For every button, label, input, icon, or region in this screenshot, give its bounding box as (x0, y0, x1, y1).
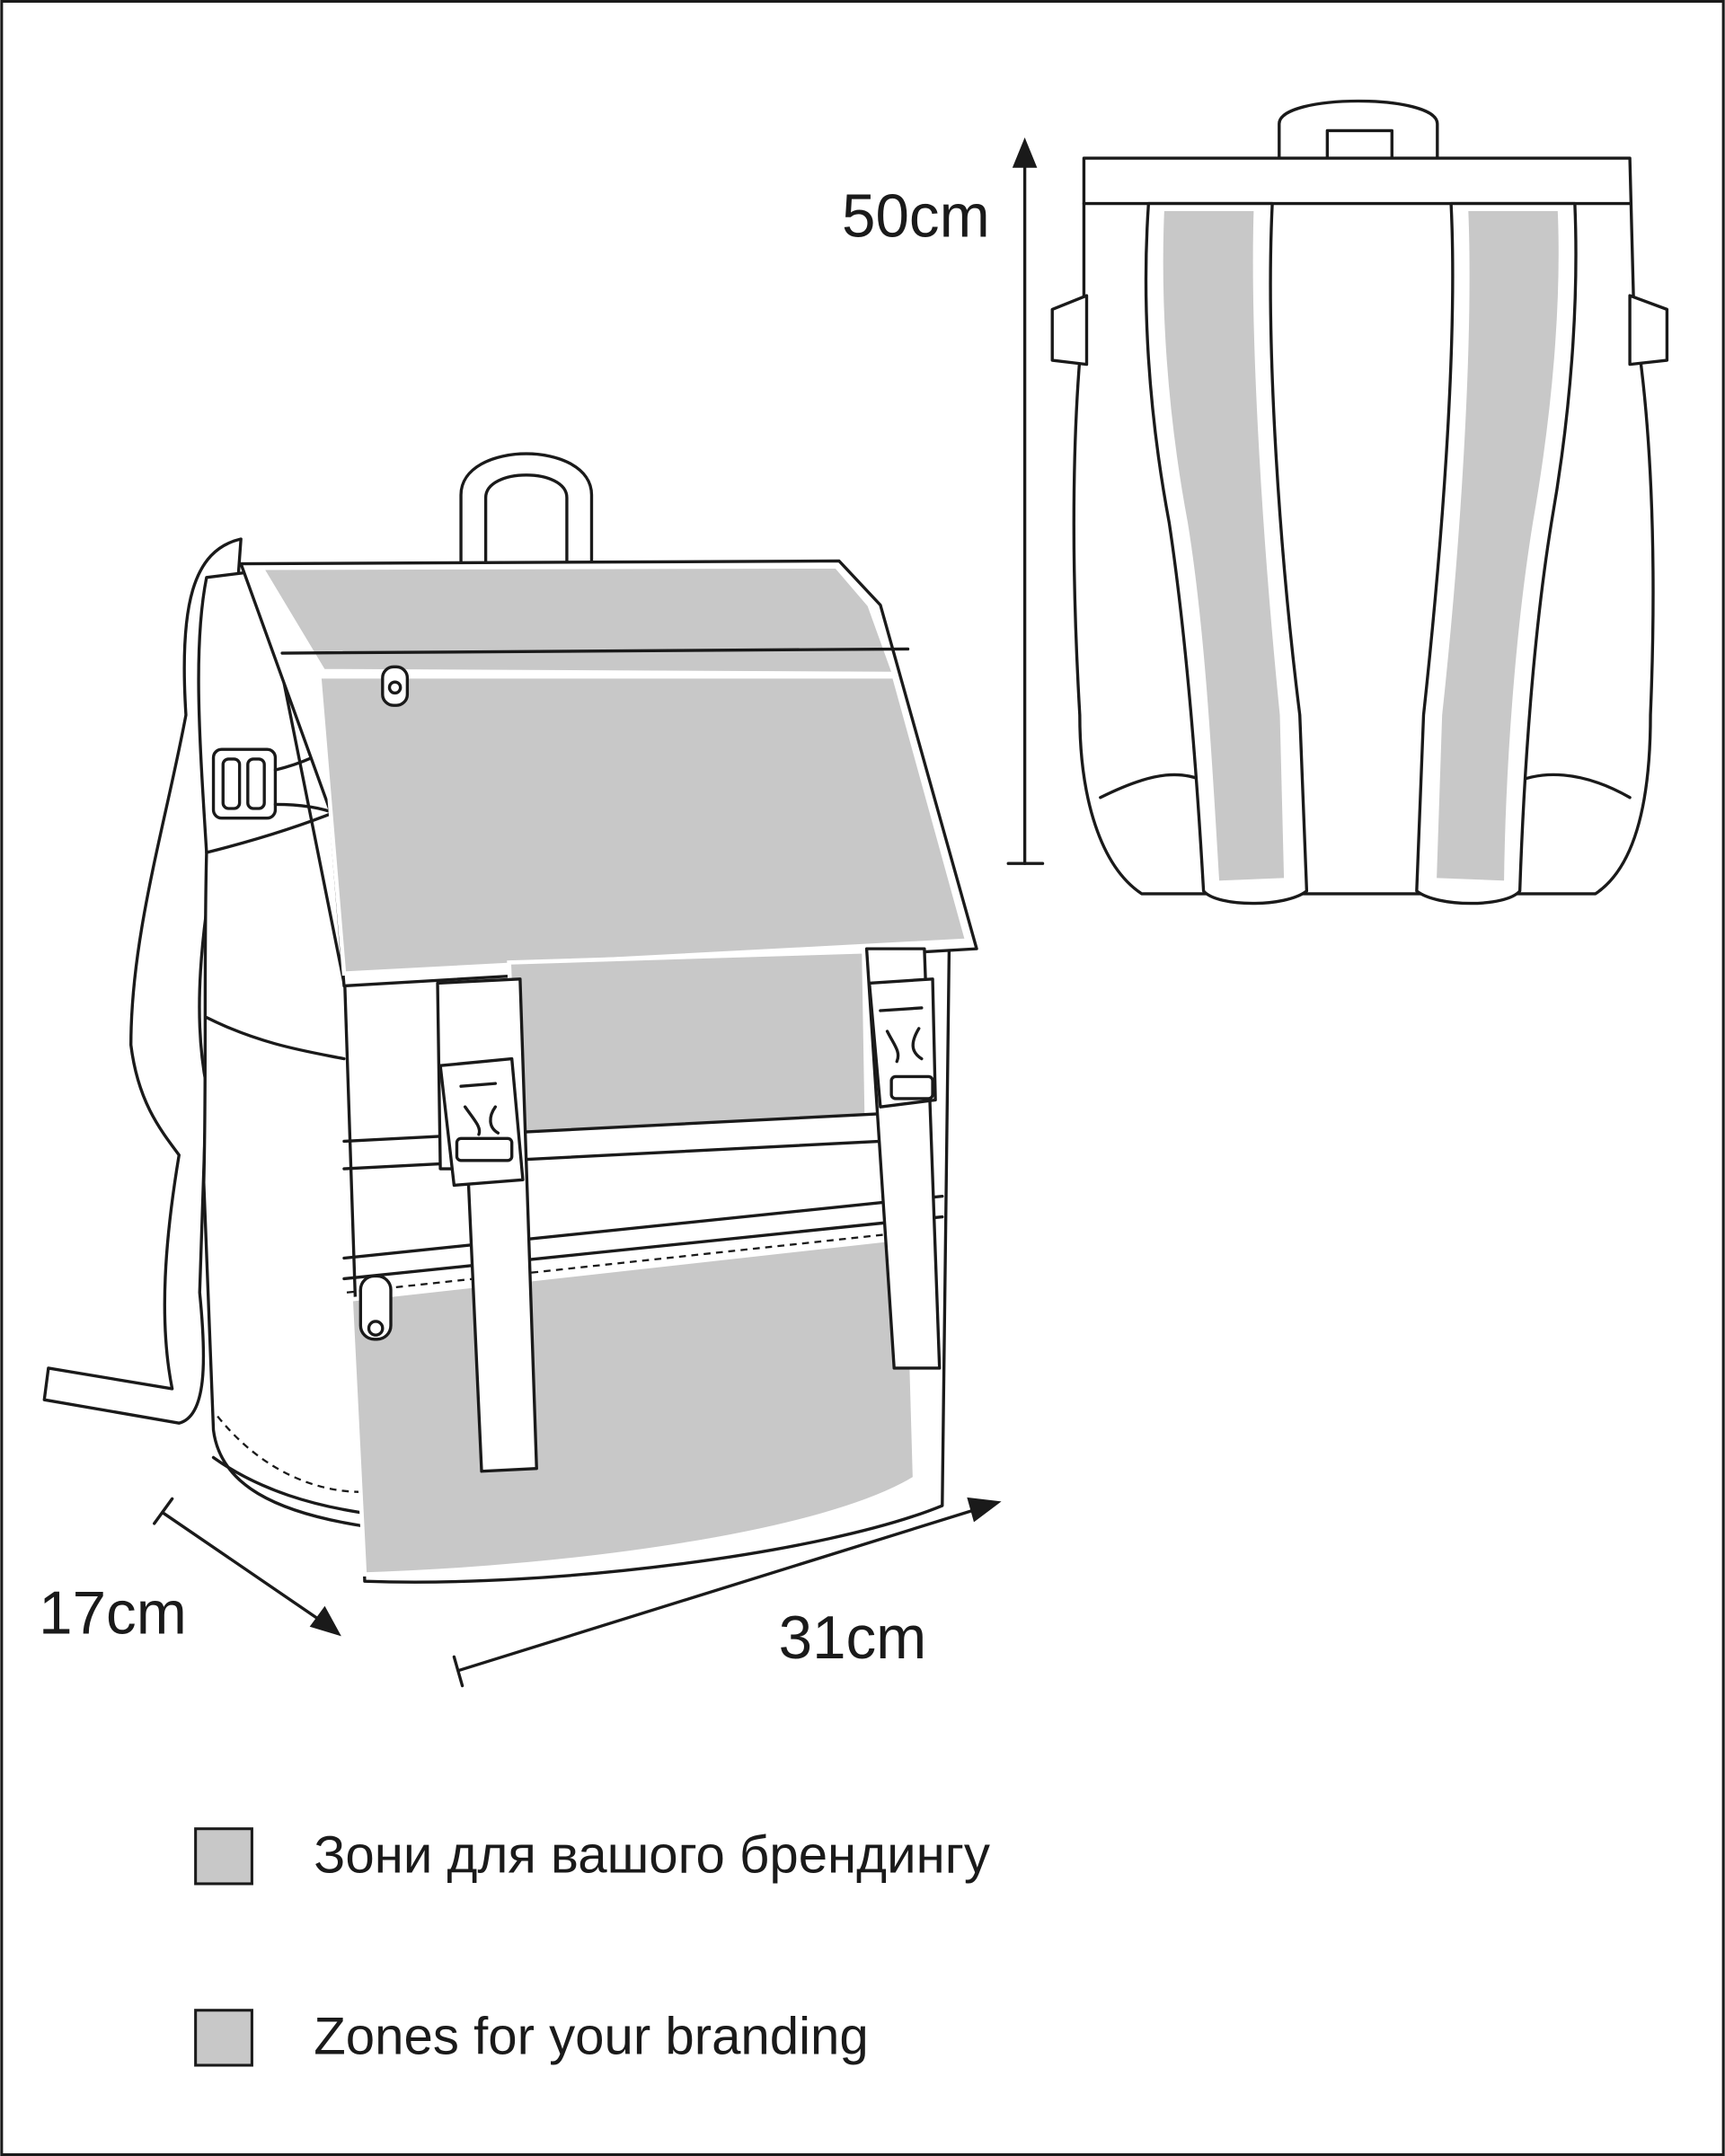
front-view-backpack (42, 452, 978, 1584)
legend-label-en: Zones for your branding (314, 2008, 868, 2066)
branding-zone-strap-right (1432, 207, 1563, 886)
dimension-depth: 17cm (39, 1497, 341, 1647)
depth-label: 17cm (39, 1579, 187, 1647)
branding-zone-flap-top (258, 564, 898, 676)
legend-swatch (194, 1827, 253, 1886)
legend-swatch (194, 2009, 253, 2067)
legend: Зони для вашого брендингу Zones for your… (194, 1826, 990, 2067)
back-view-backpack (1050, 99, 1669, 906)
width-label: 31cm (779, 1604, 927, 1672)
height-label: 50cm (842, 182, 990, 250)
top-handle (459, 452, 594, 566)
dimension-height: 50cm (842, 137, 1045, 865)
branding-zone-flap (316, 674, 970, 976)
buckle-left (438, 1056, 525, 1188)
branding-zone-strap-left (1159, 207, 1288, 886)
dimension-width: 31cm (452, 1497, 1002, 1688)
zipper-pull (358, 1274, 393, 1341)
branding-zone-middle (507, 949, 869, 1138)
legend-label-ua: Зони для вашого брендингу (314, 1826, 990, 1885)
